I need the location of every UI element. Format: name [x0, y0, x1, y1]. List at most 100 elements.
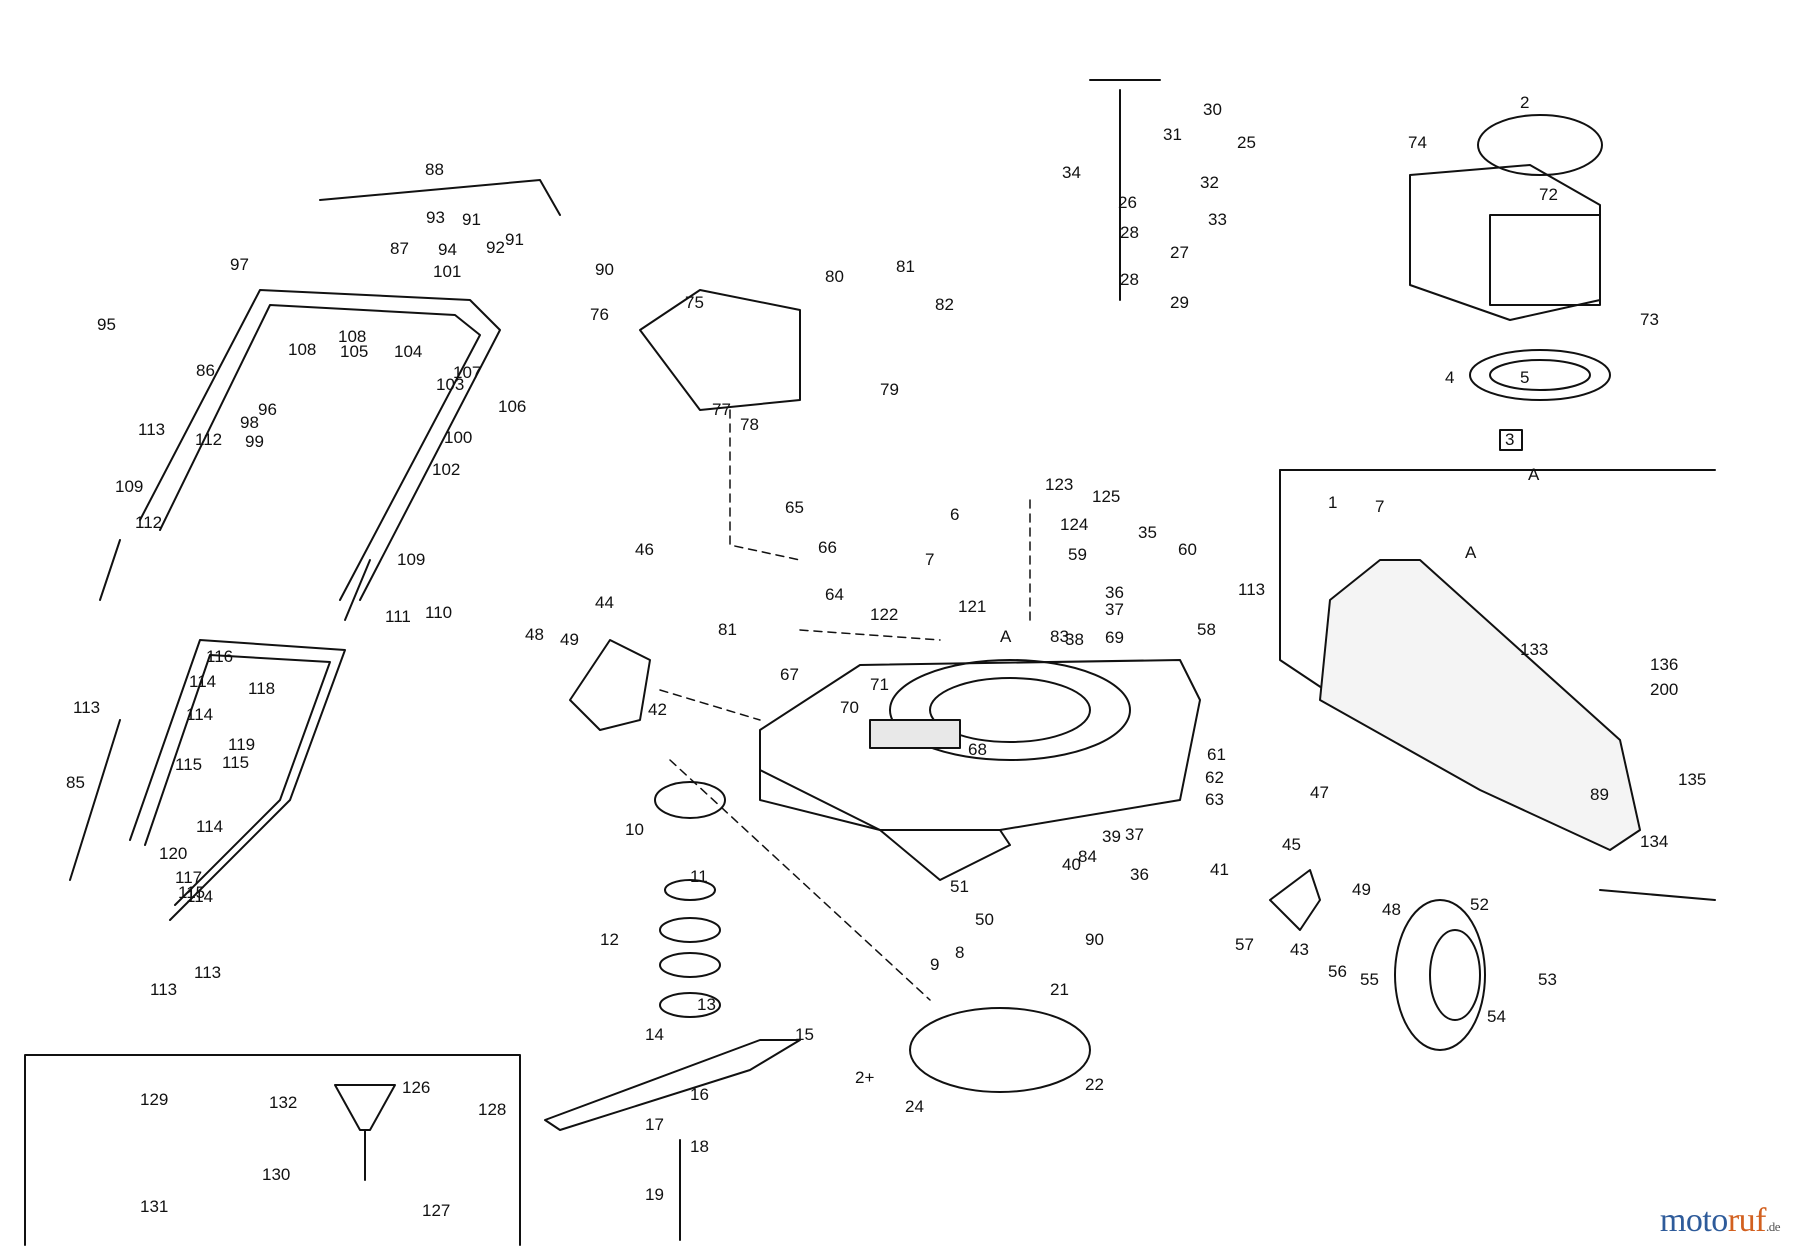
- part-label: 67: [780, 665, 799, 684]
- watermark-part2: ruf: [1727, 1202, 1767, 1239]
- part-label: 53: [1538, 970, 1557, 989]
- part-label: 122: [870, 605, 898, 624]
- mower-deck: [759, 659, 1201, 881]
- part-label: 135: [1678, 770, 1706, 789]
- part-label: 125: [1092, 487, 1120, 506]
- part-label: 127: [422, 1201, 450, 1220]
- part-label: 83: [1050, 627, 1069, 646]
- part-label: 38: [1065, 630, 1084, 649]
- part-label: 52: [1470, 895, 1489, 914]
- part-label: 57: [1235, 935, 1254, 954]
- part-label: 65: [785, 498, 804, 517]
- part-label: 49: [560, 630, 579, 649]
- part-label: 2: [1520, 93, 1529, 112]
- part-label: 44: [595, 593, 614, 612]
- part-label: 89: [1590, 785, 1609, 804]
- engine: [1409, 114, 1611, 451]
- part-label: 90: [595, 260, 614, 279]
- part-label: 107: [453, 363, 481, 382]
- part-label: 81: [718, 620, 737, 639]
- part-label: 48: [1382, 900, 1401, 919]
- part-label: 9: [930, 955, 939, 974]
- part-label: 63: [1205, 790, 1224, 809]
- part-label: 3: [1505, 430, 1514, 449]
- part-label: 18: [690, 1137, 709, 1156]
- lower-handle: [69, 639, 346, 921]
- part-label: 5: [1520, 368, 1529, 387]
- part-label: 55: [1360, 970, 1379, 989]
- part-label: 134: [1640, 832, 1668, 851]
- part-label: 37: [1105, 600, 1124, 619]
- part-label: 35: [1138, 523, 1157, 542]
- part-label: 115: [178, 883, 205, 902]
- part-label: 118: [248, 679, 275, 698]
- part-label: 110: [425, 603, 452, 622]
- part-label: 133: [1520, 640, 1548, 659]
- part-label: 119: [228, 735, 255, 754]
- part-label: 2+: [855, 1068, 874, 1087]
- part-label: 56: [1328, 962, 1347, 981]
- part-label: 1: [1328, 493, 1337, 512]
- part-label: 113: [73, 698, 100, 717]
- part-label: 79: [880, 380, 899, 399]
- leader-lines: [659, 409, 1031, 1001]
- part-label: 116: [206, 647, 233, 666]
- part-label: 200: [1650, 680, 1678, 699]
- part-label: 7: [1375, 497, 1384, 516]
- part-label: 11: [690, 867, 708, 886]
- part-label: 50: [975, 910, 994, 929]
- part-label: 74: [1408, 133, 1427, 152]
- part-label: 47: [1310, 783, 1329, 802]
- part-label: 100: [444, 428, 472, 447]
- part-label: 117: [175, 868, 202, 887]
- part-label: 69: [1105, 628, 1124, 647]
- part-label: 106: [498, 397, 526, 416]
- grass-catcher: [1279, 469, 1716, 901]
- part-label: 36: [1130, 865, 1149, 884]
- part-label: 111: [385, 607, 411, 626]
- part-label: 112: [135, 513, 162, 532]
- part-label: 77: [712, 400, 731, 419]
- part-label: 87: [390, 239, 409, 258]
- part-label: 109: [115, 477, 143, 496]
- height-adjusters: [569, 79, 1321, 931]
- part-label: 68: [968, 740, 987, 759]
- part-label: 34: [1062, 163, 1081, 182]
- part-label: 4: [1445, 368, 1454, 387]
- part-label: 29: [1170, 293, 1189, 312]
- part-label: 8: [955, 943, 964, 962]
- blade-assembly: [544, 781, 1091, 1241]
- tools-panel: [24, 1054, 521, 1246]
- upper-handle: [99, 179, 561, 621]
- part-label: 78: [740, 415, 759, 434]
- part-label: 113: [150, 980, 177, 999]
- part-label: 19: [645, 1185, 664, 1204]
- part-label: 48: [525, 625, 544, 644]
- section-mark: A: [1000, 627, 1012, 646]
- part-label: 96: [258, 400, 277, 419]
- part-label: 136: [1650, 655, 1678, 674]
- part-label: 90: [1085, 930, 1104, 949]
- part-label: 92: [486, 238, 505, 257]
- part-label: 121: [958, 597, 986, 616]
- part-label: 25: [1237, 133, 1256, 152]
- part-label: 115: [222, 753, 249, 772]
- part-label: A: [1465, 543, 1477, 562]
- part-label: 61: [1207, 745, 1226, 764]
- part-label: 31: [1163, 125, 1182, 144]
- part-label: 58: [1197, 620, 1216, 639]
- part-label: 37: [1125, 825, 1144, 844]
- part-label: 41: [1210, 860, 1229, 879]
- part-label: 27: [1170, 243, 1189, 262]
- part-label: 113: [138, 420, 165, 439]
- part-label: 60: [1178, 540, 1197, 559]
- watermark-tld: .de: [1765, 1219, 1781, 1234]
- part-label: 99: [245, 432, 264, 451]
- part-label: 70: [840, 698, 859, 717]
- part-label: 15: [795, 1025, 814, 1044]
- section-mark: A: [1528, 465, 1540, 484]
- part-label: 128: [478, 1100, 506, 1119]
- part-label: 17: [645, 1115, 664, 1134]
